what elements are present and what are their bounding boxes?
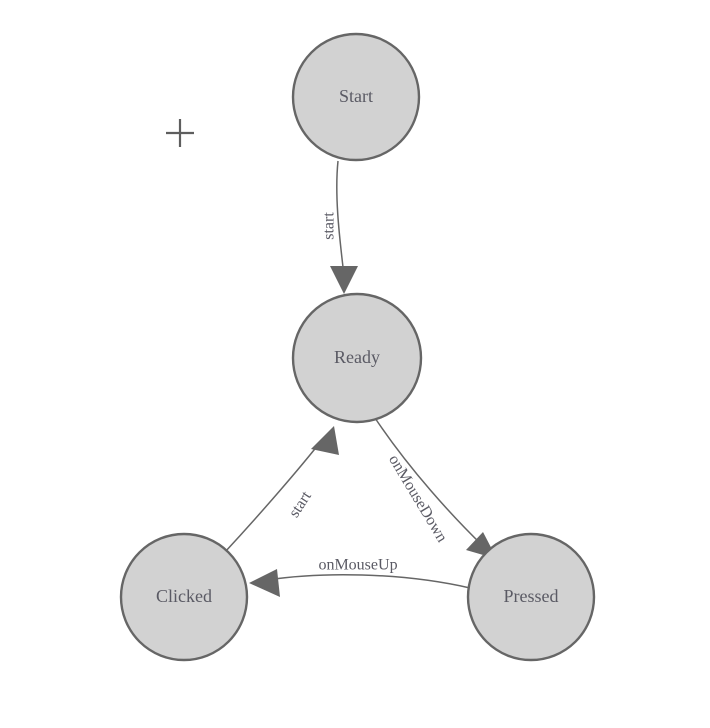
edge-label-clicked-to-ready: start (286, 488, 316, 521)
node-pressed[interactable]: Pressed (466, 532, 596, 662)
node-start-label: Start (339, 86, 373, 106)
edge-path-pressed-to-clicked (266, 574, 471, 589)
node-ready-circle[interactable] (291, 292, 423, 424)
edge-start-to-ready[interactable]: start (321, 160, 358, 294)
edge-path-start-to-ready (336, 160, 345, 277)
node-ready[interactable]: Ready (291, 292, 423, 424)
arrowhead-clicked (249, 569, 280, 597)
edge-ready-to-pressed[interactable]: onMouseDown (374, 417, 497, 559)
edge-path-ready-to-pressed (374, 417, 485, 548)
edge-pressed-to-clicked[interactable]: onMouseUp (249, 557, 471, 597)
node-clicked-circle[interactable] (119, 532, 249, 662)
edge-label-pressed-to-clicked: onMouseUp (318, 557, 397, 574)
node-start-circle[interactable] (291, 32, 421, 162)
edge-clicked-to-ready[interactable]: start (224, 426, 339, 553)
edge-path-clicked-to-ready (224, 439, 323, 553)
node-clicked-label: Clicked (156, 586, 212, 606)
node-clicked[interactable]: Clicked (119, 532, 249, 662)
edge-label-ready-to-pressed: onMouseDown (385, 452, 450, 545)
node-pressed-circle[interactable] (466, 532, 596, 662)
node-start[interactable]: Start (291, 32, 421, 162)
edge-label-start-to-ready: start (321, 212, 338, 240)
arrowhead-ready-top (330, 266, 358, 294)
node-ready-label: Ready (334, 347, 380, 367)
plus-marker-icon (166, 119, 194, 147)
node-pressed-label: Pressed (504, 586, 559, 606)
arrowhead-ready-bottom (311, 426, 339, 455)
